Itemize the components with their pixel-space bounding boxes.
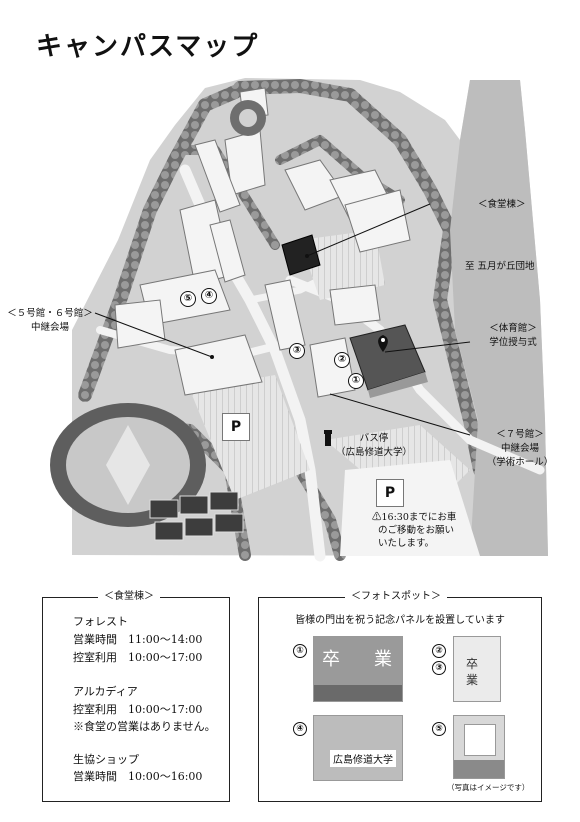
photo-box-title: ＜フォトスポット＞ — [345, 590, 447, 604]
bldg56-label: ＜５号館・６号館＞ — [7, 308, 93, 319]
notice-line2: のご移動をお願い — [378, 525, 455, 536]
parking-mark-1: P — [222, 413, 250, 441]
notice-line3: いたします。 — [378, 538, 435, 549]
arcadia-note: ※食堂の営業はありません。 — [73, 720, 216, 733]
cafeteria-marker-dot — [305, 254, 309, 258]
east-slope — [450, 80, 548, 556]
panel5-flowers — [454, 760, 504, 778]
parking-lots — [190, 230, 480, 556]
panel1-char-2: 業 — [374, 649, 392, 670]
roundabout — [230, 100, 266, 136]
marker-1: ① — [348, 373, 364, 389]
marker-3: ③ — [289, 343, 305, 359]
photo-num-1: ① — [293, 644, 307, 658]
arcadia-name: アルカディア — [73, 685, 138, 698]
coop-name: 生協ショップ — [73, 753, 139, 766]
bldg7-label: ＜７号館＞ — [496, 429, 544, 440]
photo-num-4: ④ — [293, 722, 307, 736]
forest-hours: 営業時間 11:00〜14:00 — [73, 633, 203, 646]
tennis-courts — [149, 491, 244, 541]
panel4-text: 広島修道大学 — [330, 750, 396, 767]
panel1-flowers — [314, 685, 402, 701]
arcadia-seat: 控室利用 10:00〜17:00 — [73, 703, 203, 716]
bus-stop-icon — [324, 430, 332, 446]
parking-mark-2: P — [376, 479, 404, 507]
buildings — [114, 87, 411, 398]
marker-2: ② — [334, 352, 350, 368]
panel2-char-2: 業 — [466, 673, 479, 687]
bldg7-sub1: 中継会場 — [500, 443, 539, 454]
photo-panel-5 — [453, 715, 505, 779]
bldg56-sub: 中継会場 — [30, 322, 69, 333]
panel2-char-1: 卒 — [466, 657, 479, 671]
bldg7-sub2: （学術ホール） — [486, 457, 554, 468]
marker-5: ⑤ — [180, 291, 196, 307]
bus-stop-sub: （広島修道大学） — [335, 447, 412, 458]
leader-lines — [94, 203, 471, 436]
forest-seat: 控室利用 10:00〜17:00 — [73, 651, 203, 664]
photo-panel-4: 広島修道大学 — [313, 715, 403, 781]
coop-hours: 営業時間 10:00〜16:00 — [73, 770, 203, 783]
page-title: キャンパスマップ — [36, 32, 260, 62]
notice-line1: ⚠16:30までにお車 — [372, 512, 457, 523]
panel5-board — [464, 724, 496, 756]
photo-num-5: ⑤ — [432, 722, 446, 736]
gym-label: ＜体育館＞ — [489, 323, 537, 334]
bus-stop-label: バス停 — [359, 433, 389, 444]
gymnasium-building — [349, 324, 428, 398]
photo-spot-box: ＜フォトスポット＞ 皆様の門出を祝う記念パネルを設置しています ① 卒 業 ② … — [258, 590, 542, 802]
marker-4: ④ — [201, 288, 217, 304]
gym-pin-icon — [378, 335, 388, 352]
panel1-char-1: 卒 — [322, 649, 340, 670]
to-goryo-label: 至 五月が丘団地 — [465, 261, 535, 272]
gym-sub: 学位授与式 — [489, 337, 537, 348]
photo-intro: 皆様の門出を祝う記念パネルを設置しています — [295, 615, 505, 626]
cafeteria-info-box: ＜食堂棟＞ フォレスト 営業時間 11:00〜14:00 控室利用 10:00〜… — [42, 590, 230, 802]
cafeteria-box-title: ＜食堂棟＞ — [98, 590, 160, 604]
bldg56-marker-dot — [210, 355, 214, 359]
photo-caption: （写真はイメージです） — [447, 783, 530, 792]
cafeteria-building — [281, 234, 321, 276]
cafeteria-label: ＜食堂棟＞ — [478, 199, 526, 210]
photo-panel-2: 卒 業 — [453, 636, 501, 702]
photo-panel-1: 卒 業 — [313, 636, 403, 702]
stadium — [50, 403, 206, 527]
photo-num-3: ③ — [432, 661, 446, 675]
photo-num-2: ② — [432, 644, 446, 658]
forest-name: フォレスト — [73, 615, 128, 628]
